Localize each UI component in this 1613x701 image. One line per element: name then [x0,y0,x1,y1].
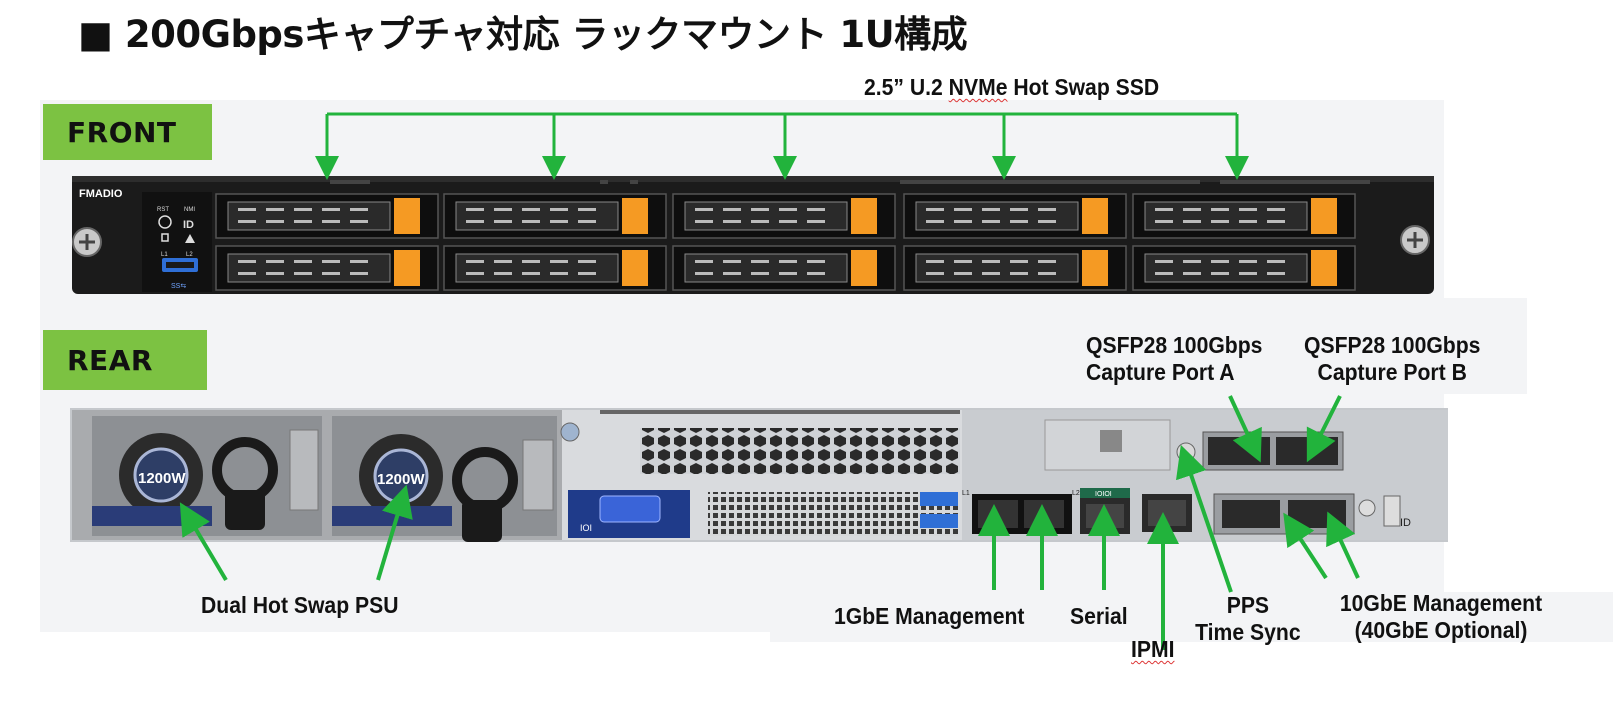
l2-label: L2 [186,252,193,258]
rear-l2-mark: L2 [1072,490,1080,497]
sfp-port-2 [1288,500,1346,528]
ss-label: SS⇆ [171,283,186,290]
drive-release-handle [394,198,420,234]
drive-release-handle [1082,198,1108,234]
nmi-label: NMI [184,207,195,213]
qsfp-a-line2: Capture Port A [1086,359,1235,385]
qsfp-a-line1: QSFP28 100Gbps [1086,332,1263,358]
vga-mark: IOI [580,523,592,533]
serial-label: Serial [1070,603,1128,629]
qsfp-port-a [1208,437,1270,465]
vent-grill [640,428,960,474]
drive-release-handle [851,198,877,234]
drive-release-handle [622,250,648,286]
ssd-label-b: NVMe [948,74,1008,100]
pps-line2: Time Sync [1195,619,1301,645]
ssd-label-a: 2.5” U.2 [864,74,949,100]
ipmi-text: IPMI [1131,636,1175,662]
ssd-bay[interactable] [215,193,439,239]
ipmi-label: IPMI [1131,636,1174,663]
ssd-bays [215,193,1356,291]
front-tag: FRONT [43,104,212,160]
rear-arrows [179,395,1360,650]
rst-label: RST [157,207,169,213]
id-button-label: ID [183,219,194,231]
qsfp-b-label: QSFP28 100Gbps Capture Port B [1304,332,1480,386]
psu-1-watt: 1200W [138,470,186,487]
drive-release-handle [1311,250,1337,286]
ssd-bay[interactable] [443,193,667,239]
mgmt-10g-label: 10GbE Management (40GbE Optional) [1326,590,1556,644]
l1-label: L1 [161,252,168,258]
drive-release-handle [1311,198,1337,234]
qsfp-a-label: QSFP28 100Gbps Capture Port A [1086,332,1262,386]
mgmt-1g-label: 1GbE Management [834,603,1025,629]
mgmt-10g-line2: (40GbE Optional) [1354,617,1528,643]
pps-label: PPS Time Sync [1189,592,1307,646]
ssd-bay[interactable] [1132,245,1356,291]
ssd-label-c: Hot Swap SSD [1007,74,1160,100]
qsfp-port-b [1276,437,1338,465]
rear-id-mark: ID [1400,517,1411,529]
qsfp-b-line2: Capture Port B [1317,359,1467,385]
pps-line1: PPS [1226,592,1270,618]
rear-tag: REAR [43,330,207,390]
ssd-label: 2.5” U.2 NVMe Hot Swap SSD [864,74,1159,101]
ssd-bay[interactable] [903,245,1127,291]
psu-label: Dual Hot Swap PSU [201,592,399,618]
qsfp-b-line1: QSFP28 100Gbps [1304,332,1481,358]
label-background-qsfp [1080,298,1527,394]
serial-mark: IOIOI [1095,491,1112,498]
ssd-bay[interactable] [672,193,896,239]
ssd-bay[interactable] [215,245,439,291]
sfp-port-1 [1222,500,1280,528]
pps-connector [1176,442,1196,462]
mgmt-10g-line1: 10GbE Management [1339,590,1543,616]
ssd-bay[interactable] [1132,193,1356,239]
ssd-bay[interactable] [443,245,667,291]
brand-logo: FMADIO [79,188,123,200]
drive-release-handle [1082,250,1108,286]
drive-release-handle [622,198,648,234]
ssd-bay[interactable] [903,193,1127,239]
ssd-arrows [315,112,1249,180]
rear-l1-mark: L1 [962,490,970,497]
rear-chassis [70,408,1448,542]
drive-release-handle [394,250,420,286]
page-title: ■ 200Gbpsキャプチャ対応 ラックマウント 1U構成 [78,13,968,56]
ssd-bay[interactable] [672,245,896,291]
psu-2-watt: 1200W [377,471,425,488]
label-background-bottom [770,592,1613,642]
drive-release-handle [851,250,877,286]
